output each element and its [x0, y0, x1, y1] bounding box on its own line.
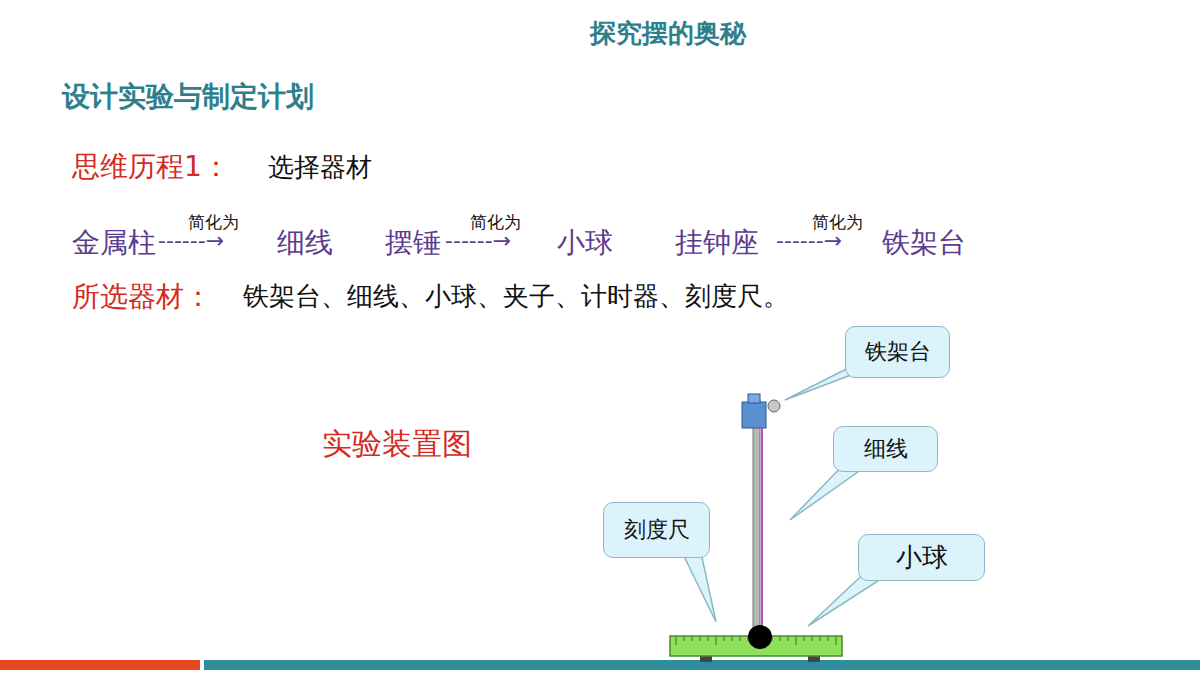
- slide-title: 探究摆的奥秘: [590, 18, 746, 49]
- simplified-item: 小球: [557, 226, 613, 260]
- materials-label: 所选器材：: [72, 280, 212, 314]
- callout-bubble: 铁架台: [845, 326, 950, 378]
- materials-list: 铁架台、细线、小球、夹子、计时器、刻度尺。: [243, 281, 789, 312]
- callout-bubble: 细线: [833, 426, 938, 472]
- callout-tail: [680, 548, 716, 622]
- callout-text: 刻度尺: [624, 515, 690, 545]
- ball: [748, 625, 772, 649]
- original-item: 挂钟座: [675, 226, 759, 260]
- arrow-text: ------→: [445, 228, 511, 254]
- figure-label: 实验装置图: [322, 426, 472, 462]
- section-heading: 设计实验与制定计划: [62, 80, 314, 114]
- arrow-text: ------→: [776, 228, 842, 254]
- clamp: [748, 394, 760, 403]
- simplified-item: 细线: [277, 226, 333, 260]
- callout-bubble: 刻度尺: [603, 502, 710, 558]
- callout-bubble: 小球: [858, 534, 985, 581]
- clamp: [742, 402, 766, 428]
- stand-pole: [753, 400, 760, 637]
- step-label: 思维历程1：: [72, 150, 230, 184]
- callout-text: 细线: [864, 434, 908, 464]
- accent-bar: [0, 660, 200, 670]
- clamp-screw: [768, 400, 780, 412]
- callout-text: 小球: [896, 540, 948, 575]
- original-item: 摆锤: [385, 226, 441, 260]
- step-text: 选择器材: [268, 152, 372, 183]
- callout-text: 铁架台: [865, 337, 931, 367]
- original-item: 金属柱: [72, 226, 156, 260]
- simplified-item: 铁架台: [882, 226, 966, 260]
- thread: [761, 428, 763, 628]
- arrow-text: ------→: [158, 228, 224, 254]
